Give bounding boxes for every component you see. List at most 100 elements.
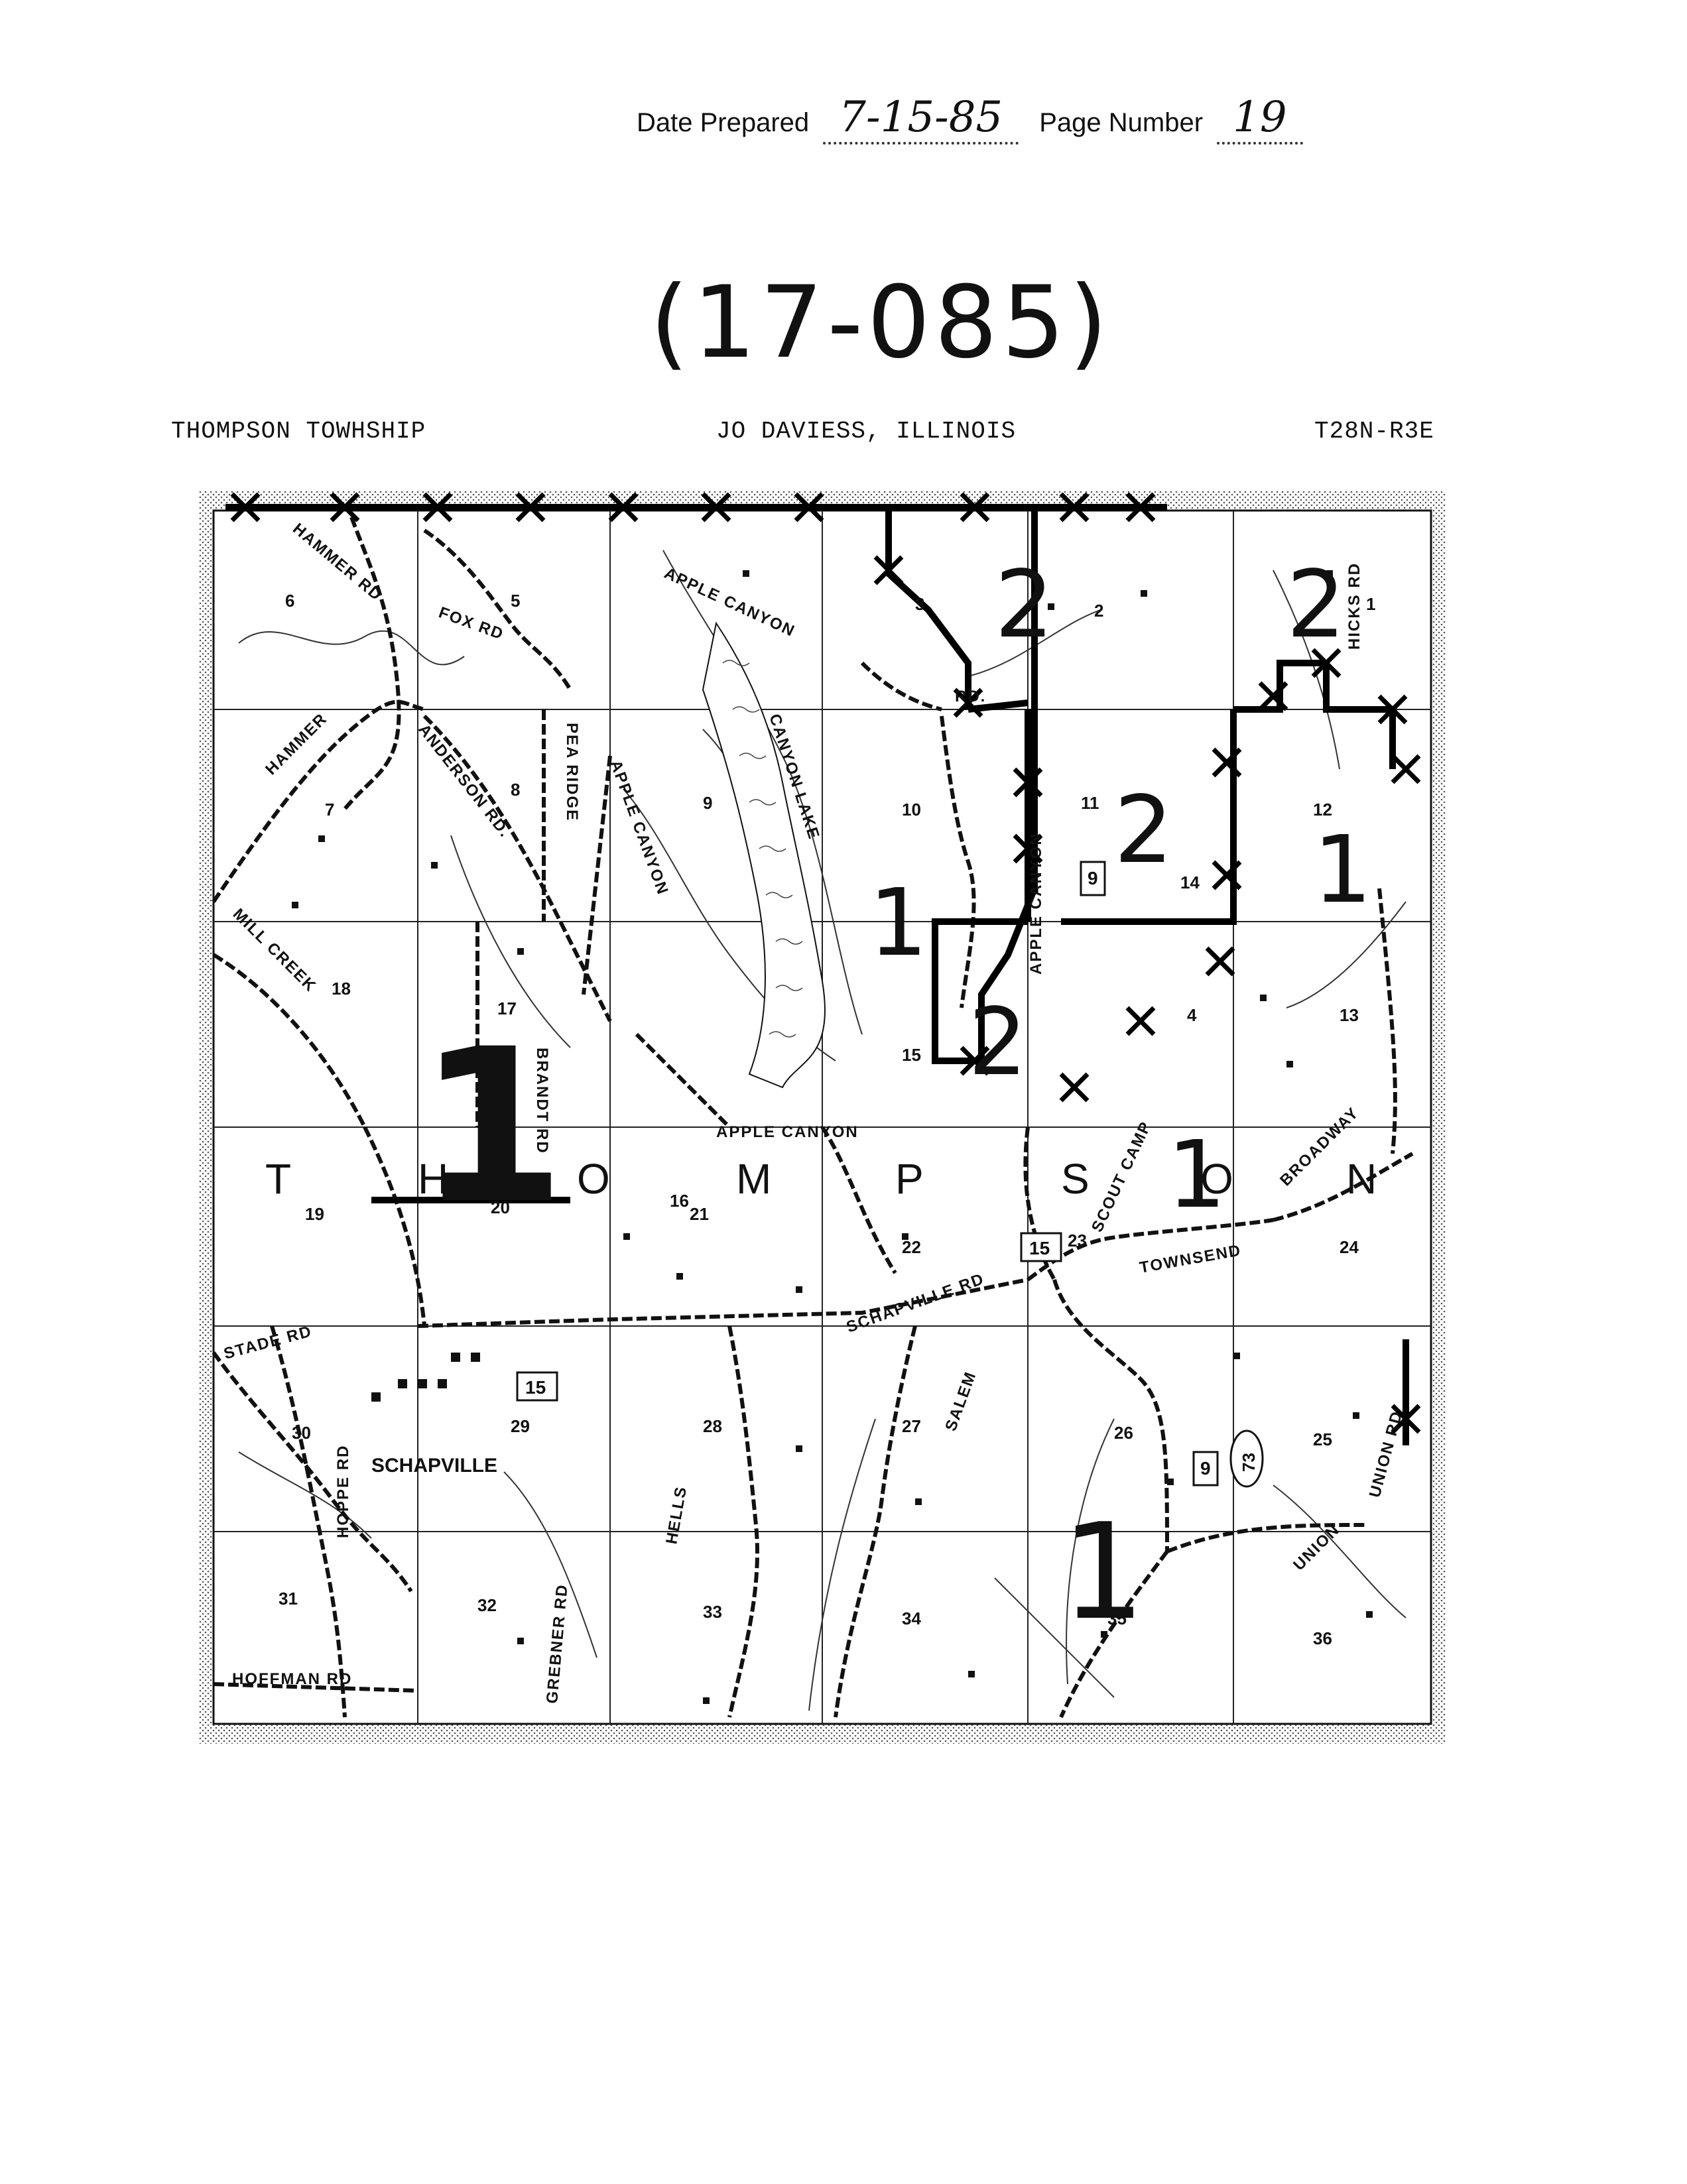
- section-number: 33: [703, 1602, 722, 1622]
- section-number: 5: [511, 591, 520, 611]
- road-label-townsend: TOWNSEND: [1138, 1241, 1243, 1277]
- section-number: 19: [305, 1204, 324, 1224]
- boundary-marks: [230, 492, 1421, 1434]
- zone-number: 1: [418, 1004, 566, 1250]
- section-number: 25: [1313, 1429, 1332, 1449]
- section-number: 13: [1340, 1005, 1359, 1025]
- road-label-apple-canyon-s: APPLE CANYON: [716, 1123, 859, 1141]
- township-letter-n: N: [1346, 1155, 1377, 1203]
- section-number: 30: [292, 1423, 311, 1443]
- road-label-mill-creek: MILL CREEK: [229, 905, 320, 996]
- road-label-stade-rd: STADE RD: [222, 1322, 314, 1363]
- road-label-grebner-rd: GREBNER RD: [543, 1583, 572, 1705]
- zone-number: 2: [1114, 776, 1173, 884]
- section-number: 4: [1187, 1005, 1197, 1025]
- route-shield-15: 15: [525, 1377, 546, 1398]
- township-letter-t: T: [265, 1155, 291, 1203]
- township-letter-h: H: [418, 1155, 448, 1203]
- lake-waves: [722, 660, 803, 1038]
- road-label-hoffman-rd: HOFFMAN RD: [232, 1670, 352, 1688]
- section-number: 24: [1340, 1237, 1359, 1257]
- route-shield-73: 73: [1239, 1453, 1259, 1472]
- town-label: SCHAPVILLE: [371, 1455, 497, 1477]
- section-numbers: 1 2 3 4 5 6 7 8 9 10 11 12 13 14 15 16 1…: [279, 591, 1375, 1648]
- zone-number: 1: [869, 869, 928, 977]
- road-label-hammer: HAMMER: [262, 709, 331, 778]
- section-number: 3: [915, 594, 924, 614]
- handwritten-zones: 1 1 1 1 1 2 2 2 2: [418, 551, 1372, 1650]
- road-label-rd: RD.: [955, 688, 986, 705]
- township-letter-o2: O: [1200, 1155, 1233, 1203]
- town-buildings: [371, 1353, 480, 1402]
- section-number: 36: [1313, 1628, 1332, 1648]
- zone-number: 1: [1313, 816, 1372, 924]
- section-number: 34: [902, 1608, 921, 1628]
- document-id: (17-085): [650, 265, 1112, 381]
- canyon-lake: [702, 621, 826, 1089]
- road-label-brandt-rd: BRANDT RD: [533, 1048, 551, 1154]
- date-page-line: Date Prepared 7-15-85 Page Number 19: [637, 93, 1316, 145]
- county-state: JO DAVIESS, ILLINOIS: [716, 418, 1017, 445]
- road-label-hoppe-rd: HOPPE RD: [334, 1445, 352, 1538]
- road-label-scout-camp: SCOUT CAMP: [1088, 1119, 1155, 1235]
- road-label-hicks-rd: HICKS RD: [1345, 562, 1363, 650]
- section-number: 7: [325, 800, 334, 819]
- zone-number: 2: [968, 989, 1027, 1097]
- township-letter-p: P: [895, 1155, 924, 1203]
- road-labels: HAMMER RD HAMMER FOX RD APPLE CANYON AND…: [222, 520, 1406, 1705]
- township-letter-m: M: [736, 1155, 771, 1203]
- section-number: 10: [902, 800, 921, 819]
- section-number: 2: [1094, 601, 1103, 621]
- zone-number: 2: [1286, 551, 1345, 659]
- date-value: 7-15-85: [823, 93, 1019, 145]
- section-number: 1: [1366, 594, 1375, 614]
- road-label-apple-canyon-e: APPLE CANYON: [1027, 832, 1045, 975]
- roads: [212, 516, 1414, 1719]
- road-label-pea-ridge: PEA RIDGE: [563, 723, 581, 821]
- page-value: 19: [1217, 93, 1303, 145]
- section-number: 32: [477, 1595, 497, 1615]
- route-shield-9: 9: [1200, 1458, 1211, 1479]
- section-number: 14: [1180, 873, 1200, 892]
- road-label-fox-rd: FOX RD: [436, 603, 507, 643]
- house-markers: [292, 570, 1373, 1704]
- section-number: 20: [491, 1197, 510, 1217]
- range-code: T28N-R3E: [1314, 418, 1434, 445]
- zone-number: 1: [1061, 1495, 1145, 1650]
- section-number: 22: [902, 1237, 921, 1257]
- section-number: 18: [332, 979, 351, 999]
- section-number: 8: [511, 780, 520, 800]
- section-number: 29: [511, 1416, 530, 1436]
- road-label-apple-canyon-n: APPLE CANYON: [661, 564, 798, 640]
- section-number: 35: [1107, 1608, 1127, 1628]
- route-shield-15: 15: [1029, 1238, 1050, 1258]
- section-number: 6: [285, 591, 294, 611]
- section-number: 17: [497, 999, 517, 1018]
- township-letter-s: S: [1061, 1155, 1090, 1203]
- township-map: T H O M P S O N 1 2 3 4 5 6 7 8 9 10 11 …: [199, 491, 1446, 1744]
- route-shield-9: 9: [1088, 868, 1098, 888]
- section-number: 21: [690, 1204, 709, 1224]
- zone-number: 1: [1167, 1121, 1226, 1229]
- section-number: 27: [902, 1416, 921, 1436]
- township-letter-o: O: [577, 1155, 610, 1203]
- section-number: 16: [670, 1191, 689, 1211]
- road-label-hammer-rd: HAMMER RD: [289, 520, 386, 605]
- route-shields: 15 15 9 9 73: [516, 861, 1264, 1488]
- section-number: 11: [1081, 793, 1099, 813]
- page-label: Page Number: [1039, 108, 1204, 137]
- road-label-apple-canyon-w: APPLE CANYON: [606, 758, 672, 898]
- section-number: 28: [703, 1416, 722, 1436]
- road-label-union: UNION: [1290, 1520, 1343, 1574]
- road-label-anderson: ANDERSON RD.: [414, 721, 514, 841]
- section-number: 9: [703, 793, 712, 813]
- zone-number: 2: [995, 551, 1054, 659]
- section-number: 15: [902, 1045, 921, 1065]
- date-label: Date Prepared: [637, 108, 810, 137]
- township-name: THOMPSON TOWHSHIP: [171, 418, 426, 445]
- section-number: 26: [1114, 1423, 1133, 1443]
- road-label-hells: HELLS: [662, 1485, 690, 1546]
- section-number: 12: [1313, 800, 1332, 819]
- section-number: 23: [1068, 1231, 1087, 1250]
- section-number: 31: [279, 1589, 298, 1608]
